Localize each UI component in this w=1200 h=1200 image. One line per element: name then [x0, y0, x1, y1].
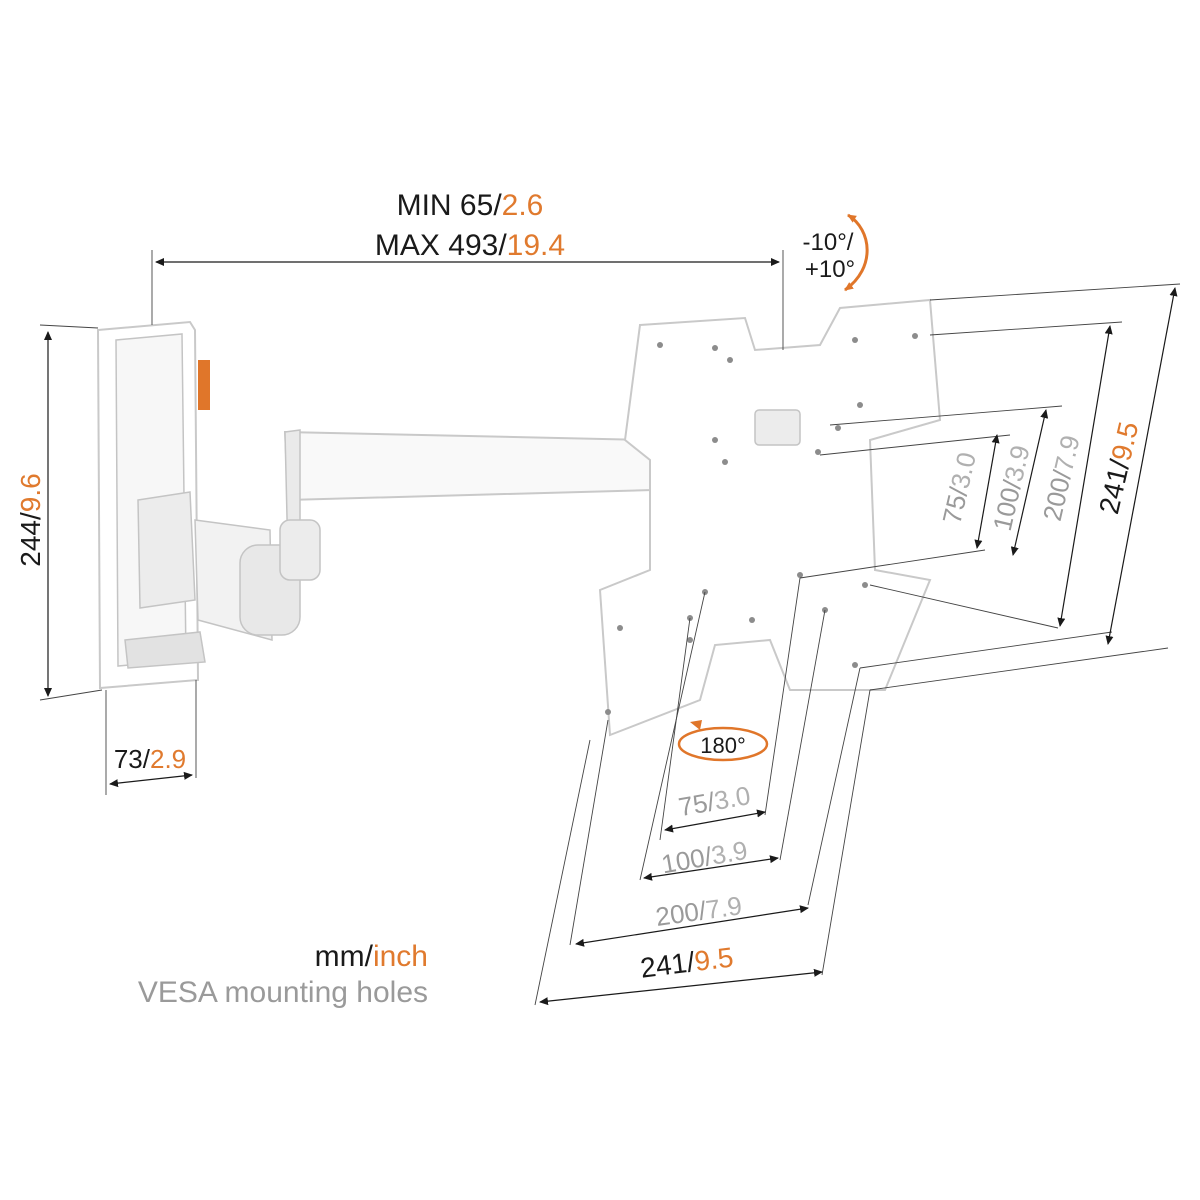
rotation-indicator: 180° [677, 720, 769, 762]
tilt-line2: +10° [805, 256, 855, 283]
vesa-v-75: 75/3.0 [936, 449, 981, 526]
vesa-v-241: 241/9.5 [1093, 419, 1144, 517]
vesa-plate [598, 298, 942, 737]
tilt-line1: -10°/ [803, 229, 854, 256]
extension-max-text: MAX 493/19.4 [375, 229, 565, 262]
swing-arm [124, 429, 654, 669]
vesa-h-100: 100/3.9 [659, 835, 750, 880]
rotation-label: 180° [700, 733, 746, 758]
vesa-h-75: 75/3.0 [676, 780, 752, 822]
vesa-caption: VESA mounting holes [138, 976, 428, 1009]
legend: mm/inch VESA mounting holes [138, 940, 428, 1009]
vesa-h-241: 241/9.5 [639, 941, 736, 983]
extension-dimension: MIN 65/2.6 MAX 493/19.4 [151, 189, 784, 350]
tilt-indicator: -10°/ +10° [803, 213, 869, 292]
vesa-horizontal-dimensions: 75/3.0 100/3.9 200/7.9 241/9.5 [534, 577, 871, 1006]
depth-text: 73/2.9 [114, 744, 186, 774]
height-dimension: 244/9.6 [15, 324, 103, 701]
vesa-h-200: 200/7.9 [654, 890, 744, 932]
vesa-v-200: 200/7.9 [1037, 432, 1086, 523]
mounting-holes [605, 333, 918, 715]
rotation-arrow-icon [690, 720, 702, 730]
extension-min-text: MIN 65/2.6 [397, 189, 544, 222]
units-legend: mm/inch [315, 940, 428, 973]
release-lever [198, 360, 210, 410]
height-text: 244/9.6 [15, 473, 46, 566]
depth-dimension: 73/2.9 [105, 680, 197, 795]
tilt-arrow-icon [844, 213, 869, 292]
